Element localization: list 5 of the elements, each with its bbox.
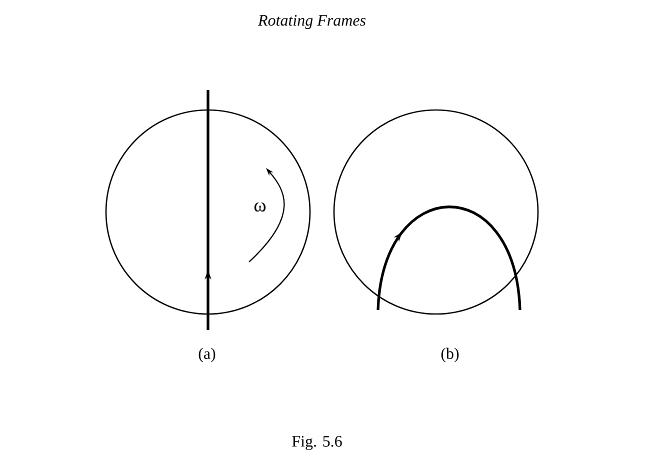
title: Rotating Frames xyxy=(258,14,366,29)
caption: Fig. 5.6 xyxy=(292,436,342,450)
angular-velocity-label: ω xyxy=(254,202,266,212)
panel-label: (a) xyxy=(198,348,216,362)
panel-label: (b) xyxy=(441,348,459,362)
